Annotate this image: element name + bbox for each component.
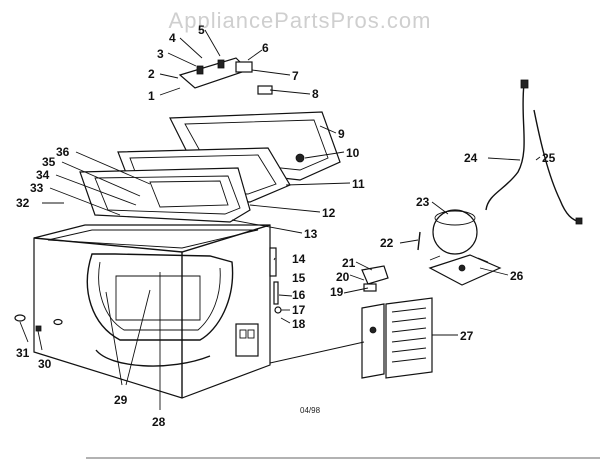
callout-10: 10 [346, 146, 360, 160]
callout-25: 25 [542, 151, 556, 165]
callout-35: 35 [42, 155, 56, 169]
callout-31: 31 [16, 346, 30, 360]
callout-19: 19 [330, 285, 344, 299]
wiring-harness [485, 79, 583, 225]
hinge-parts [269, 247, 282, 314]
callout-21: 21 [342, 256, 356, 270]
callout-5: 5 [198, 23, 205, 37]
callout-24: 24 [464, 151, 478, 165]
hinge-bracket [178, 57, 273, 95]
callout-29: 29 [114, 393, 128, 407]
callout-8: 8 [312, 87, 319, 101]
freezer-cabinet [33, 224, 271, 399]
callout-17: 17 [292, 303, 306, 317]
door-liner [79, 167, 251, 223]
callout-36: 36 [56, 145, 70, 159]
callout-4: 4 [169, 31, 176, 45]
callout-28: 28 [152, 415, 166, 429]
callout-32: 32 [16, 196, 30, 210]
watermark: AppliancePartsPros.com [168, 8, 432, 33]
leader-lines [19, 29, 541, 410]
callout-2: 2 [148, 67, 155, 81]
back-panel [361, 297, 433, 379]
callout-14: 14 [292, 252, 306, 266]
feet-parts [14, 314, 63, 332]
callout-13: 13 [304, 227, 318, 241]
callout-18: 18 [292, 317, 306, 331]
callout-34: 34 [36, 168, 50, 182]
callout-6: 6 [262, 41, 269, 55]
callout-labels: 1 2 3 4 5 6 7 8 9 10 11 12 13 14 15 16 1… [16, 23, 556, 429]
diagram-date: 04/98 [300, 406, 321, 415]
callout-22: 22 [380, 236, 394, 250]
callout-1: 1 [148, 89, 155, 103]
callout-30: 30 [38, 357, 52, 371]
callout-27: 27 [460, 329, 474, 343]
callout-33: 33 [30, 181, 44, 195]
relay-overload [361, 231, 421, 292]
callout-3: 3 [157, 47, 164, 61]
callout-23: 23 [416, 195, 430, 209]
callout-7: 7 [292, 69, 299, 83]
callout-9: 9 [338, 127, 345, 141]
callout-15: 15 [292, 271, 306, 285]
compressor [428, 209, 502, 286]
callout-16: 16 [292, 288, 306, 302]
callout-11: 11 [352, 177, 365, 191]
callout-12: 12 [322, 206, 336, 220]
callout-26: 26 [510, 269, 524, 283]
callout-20: 20 [336, 270, 350, 284]
